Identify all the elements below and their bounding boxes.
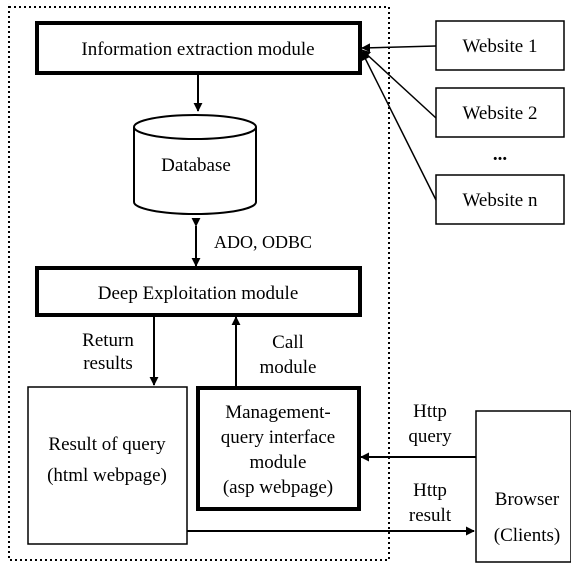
http-result-line-2: result [409, 505, 452, 526]
call-module-line-2: module [260, 357, 317, 378]
management-line-2: query interface [221, 427, 335, 448]
website-2-box [435, 87, 565, 138]
deep-exploitation-box [35, 266, 362, 317]
website-n-box [435, 174, 565, 225]
deep-exploitation-label: Deep Exploitation module [98, 283, 299, 304]
website-2-label: Website 2 [463, 103, 538, 124]
database-cylinder [133, 114, 257, 215]
ado-odbc-label: ADO, ODBC [214, 232, 312, 252]
return-results-line-1: Return [82, 330, 134, 351]
result-query-line-2: (html webpage) [47, 465, 167, 486]
browser-box [475, 410, 571, 563]
management-module-box [196, 386, 361, 511]
website-ellipsis: ... [493, 144, 507, 165]
management-line-1: Management- [225, 402, 331, 423]
management-line-3: module [250, 452, 307, 473]
website-1-box [435, 20, 565, 71]
http-query-line-2: query [408, 426, 452, 447]
database-label: Database [161, 155, 231, 176]
http-result-line-1: Http [413, 480, 447, 501]
info-extraction-box [35, 21, 362, 75]
system-boundary [8, 6, 390, 561]
call-module-line-1: Call [272, 332, 304, 353]
info-extraction-label: Information extraction module [81, 39, 314, 60]
arrow-website2-to-info [361, 49, 437, 119]
website-n-label: Website n [463, 190, 538, 211]
result-query-line-1: Result of query [48, 434, 166, 455]
arrow-websiten-to-info [361, 51, 437, 201]
website-1-label: Website 1 [463, 36, 538, 57]
result-query-box [27, 386, 188, 545]
management-line-4: (asp webpage) [223, 477, 333, 498]
browser-line-1: Browser [495, 489, 560, 510]
return-results-line-2: results [83, 353, 133, 374]
arrow-website1-to-info [361, 43, 437, 53]
http-query-line-1: Http [413, 401, 447, 422]
browser-line-2: (Clients) [494, 525, 561, 546]
